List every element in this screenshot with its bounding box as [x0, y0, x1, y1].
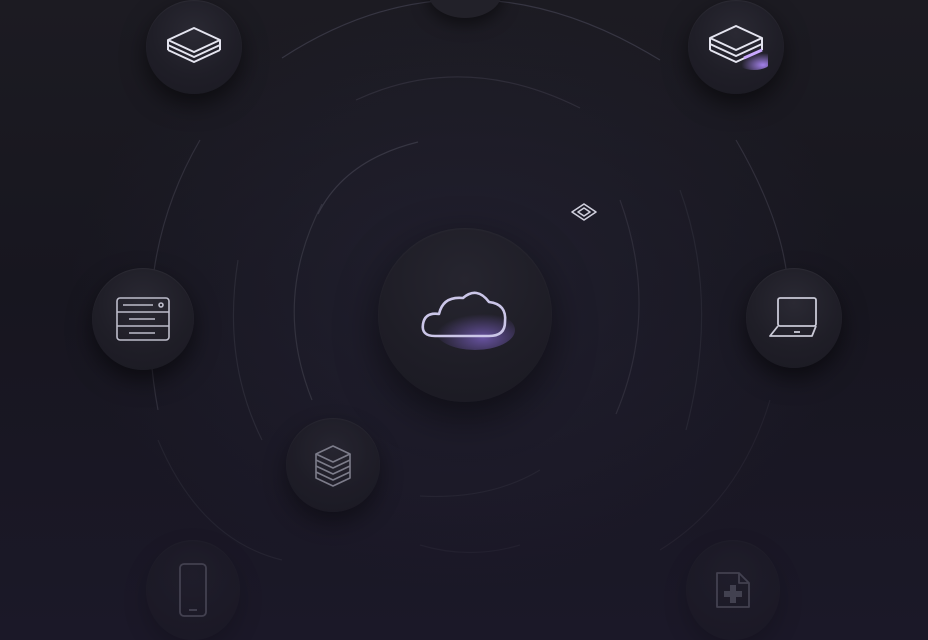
database-stack-icon	[315, 445, 351, 487]
hub-cloud	[378, 228, 552, 402]
outer-orbit-left-arc	[149, 139, 201, 411]
inner-orbit-arc-f	[659, 399, 771, 551]
middle-orbit-left-arc	[232, 259, 263, 441]
outer-orbit-top-arc	[281, 0, 661, 61]
layers-stack-glow-icon	[709, 25, 768, 70]
node-layers-top-right	[688, 0, 784, 94]
node-laptop-right	[746, 268, 842, 368]
server-rack-icon	[116, 297, 170, 341]
middle-orbit-top-arc	[355, 76, 581, 109]
inner-orbit-arc-c	[615, 199, 640, 415]
laptop-icon	[769, 297, 817, 337]
node-document-bottom-right	[686, 540, 780, 640]
node-layers-top-left	[146, 0, 242, 94]
middle-orbit-right-arc	[679, 189, 703, 431]
inner-orbit-arc-d	[419, 469, 541, 498]
floating-chip	[568, 200, 600, 228]
cloud-icon	[421, 291, 515, 350]
inner-orbit-arc-b	[293, 203, 323, 401]
inner-orbit-arc-e	[157, 439, 283, 561]
layers-stack-icon	[167, 27, 221, 63]
node-server-left	[92, 268, 194, 370]
node-database-lower-left	[286, 418, 380, 512]
inner-orbit-arc-g	[419, 544, 521, 554]
diamond-chip-icon	[571, 203, 597, 221]
top-partial-node	[428, 0, 502, 18]
inner-orbit-arc-a	[317, 141, 419, 215]
node-phone-bottom-left	[146, 540, 240, 640]
smartphone-icon	[179, 563, 207, 617]
document-add-icon	[716, 572, 750, 608]
